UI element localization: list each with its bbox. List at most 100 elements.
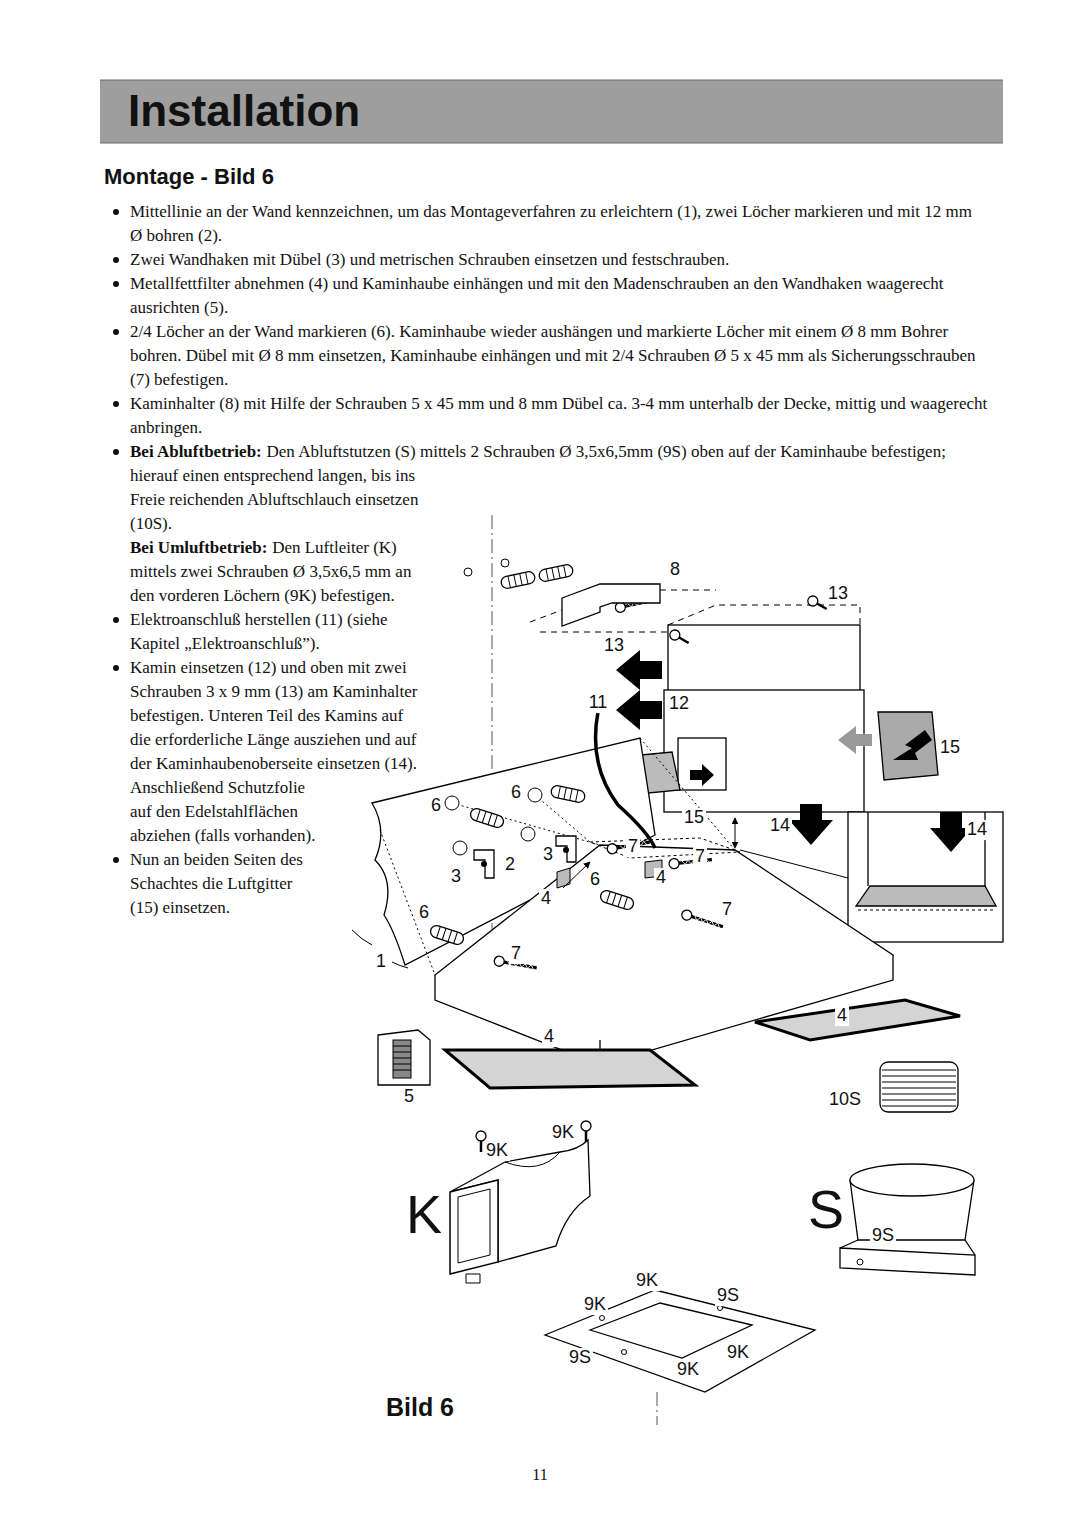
wall-hook: [556, 836, 576, 862]
callout-number: 7: [693, 847, 707, 867]
callout-number: 9S: [715, 1286, 741, 1306]
dowels-and-screws: [550, 785, 586, 804]
air-deflector-k: [505, 1152, 560, 1167]
dowels-and-screws: [599, 889, 635, 911]
ceiling-outline: [540, 632, 668, 633]
center-line: [492, 515, 493, 1000]
chimney-bracket: [562, 584, 660, 626]
chimney: [664, 690, 864, 812]
part-letter: S: [806, 1180, 846, 1239]
exhaust-hose: [882, 1070, 956, 1106]
section-heading: Montage - Bild 6: [104, 163, 274, 191]
instruction-text: Zwei Wandhaken mit Dübel (3) und metrisc…: [130, 250, 729, 269]
bullet: [113, 209, 119, 215]
exhaust-socket-s: [840, 1164, 975, 1275]
wall-hook: [474, 836, 576, 878]
dotted-guide: [640, 738, 735, 850]
ceiling-outline: [530, 610, 562, 622]
bullet: [113, 401, 119, 407]
bullet: [113, 617, 119, 623]
instruction-text: Elektroanschluß herstellen (11) (siehe K…: [130, 610, 388, 653]
detail-view: [856, 886, 996, 906]
wall-hook: [474, 850, 494, 878]
wall-holes: [445, 788, 542, 855]
callout-number: 9S: [567, 1348, 593, 1368]
instruction-text: Nun an beiden Seiten des Schachtes die L…: [130, 850, 303, 917]
wall-hook: [563, 847, 569, 853]
instruction-text: Metallfettfilter abnehmen (4) und Kaminh…: [130, 274, 944, 317]
height-mark: [735, 818, 736, 848]
bullet-item: Mittellinie an der Wand kennzeichnen, um…: [108, 200, 988, 248]
bullet-item: Kaminhalter (8) mit Hilfe der Schrauben …: [108, 392, 988, 440]
callout-number: 9K: [634, 1271, 660, 1291]
callout-number: 3: [541, 845, 555, 865]
power-cable: [596, 712, 656, 848]
callout-number: 7: [626, 837, 640, 857]
air-deflector-k: [581, 1121, 591, 1142]
exhaust-socket-s: [840, 1248, 975, 1275]
callout-number: 9K: [550, 1123, 576, 1143]
top-fixings: [501, 559, 509, 567]
air-grille: [620, 712, 938, 795]
exhaust-socket-s: [840, 1240, 975, 1255]
callout-number: 6: [417, 903, 431, 923]
callout-number: 3: [449, 867, 463, 887]
top-plate: [622, 1350, 627, 1355]
callout-number: 2: [503, 855, 517, 875]
dowels-and-screws: [429, 785, 724, 973]
page-title: Installation: [128, 86, 360, 136]
instruction-text: Kamin einsetzen (12) und oben mit zwei S…: [130, 658, 418, 845]
wall-holes: [445, 796, 459, 810]
mode-heading: Bei Umluftbetrieb:: [130, 538, 267, 557]
callout-number: 13: [602, 636, 626, 656]
callout-number: 7: [509, 944, 523, 964]
grub-screw-bracket: [378, 1030, 430, 1085]
instruction-column: Mittellinie an der Wand kennzeichnen, um…: [108, 200, 988, 1200]
hood: [557, 868, 570, 888]
dotted-guide: [380, 830, 435, 975]
callout-number: 7: [720, 900, 734, 920]
detail-view: [848, 812, 1003, 942]
bullet-item: Elektroanschluß herstellen (11) (siehe K…: [108, 608, 988, 656]
top-fixings: [538, 564, 574, 583]
callout-number: 4: [654, 868, 668, 888]
wall-holes: [528, 788, 542, 802]
bullet: [113, 281, 119, 287]
top-plate: [545, 1290, 815, 1392]
dowels-and-screws: [680, 909, 724, 932]
bullet-item: 2/4 Löcher an der Wand markieren (6). Ka…: [108, 320, 988, 392]
callout-number: 12: [667, 694, 691, 714]
bullet: [113, 329, 119, 335]
bullet: [113, 257, 119, 263]
callout-number: 15: [682, 808, 706, 828]
power-cable: [596, 712, 656, 848]
air-deflector-k: [450, 1140, 590, 1262]
top-fixings: [464, 568, 472, 576]
wall-holes: [453, 841, 467, 855]
grease-filter: [445, 1050, 695, 1088]
bullet: [113, 665, 119, 671]
instruction-text: Kaminhalter (8) mit Hilfe der Schrauben …: [130, 394, 987, 437]
callout-number: 8: [668, 560, 682, 580]
callout-number: 10S: [827, 1090, 863, 1110]
grease-filter: [755, 1000, 960, 1040]
hood: [590, 838, 740, 858]
air-grille: [878, 712, 938, 780]
figure-caption: Bild 6: [384, 1394, 456, 1422]
grub-screw-bracket: [393, 1046, 411, 1070]
center-line: [657, 1392, 658, 1425]
callout-number: 4: [835, 1006, 849, 1026]
top-fixings: [500, 571, 536, 590]
exhaust-socket-s: [850, 1164, 974, 1196]
air-deflector-k: [458, 1189, 490, 1263]
air-grille: [838, 726, 872, 754]
callout-number: 1: [374, 952, 388, 972]
bullet-item: Metallfettfilter abnehmen (4) und Kaminh…: [108, 272, 988, 320]
instruction-text: Mittellinie an der Wand kennzeichnen, um…: [130, 202, 972, 245]
callout-number: 5: [402, 1087, 416, 1107]
ceiling-outline: [660, 590, 716, 591]
bullet: [113, 857, 119, 863]
exhaust-hose: [880, 1062, 958, 1112]
chimney: [678, 738, 726, 790]
callout-number: 9K: [725, 1343, 751, 1363]
